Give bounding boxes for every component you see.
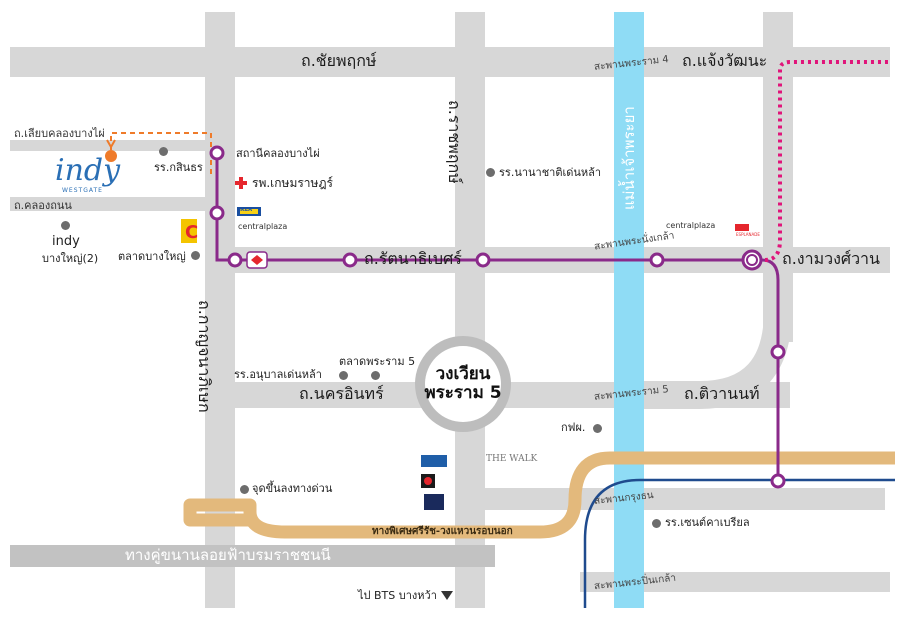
road-tiwanon-curve [640, 273, 792, 409]
road-krungthon [485, 488, 885, 510]
poi-central-plaza-west: centralplaza [238, 222, 288, 231]
road-khlong-thanon [10, 197, 230, 211]
poi-talat-rama5: ตลาดพระราม 5 [339, 355, 416, 368]
shop-logo-1 [421, 455, 447, 467]
expressway-line [183, 451, 895, 539]
elevated-expressway-label: ทางคู่ขนานลอยฟ้าบรมราชชนนี [125, 546, 331, 564]
purple-line[interactable] [215, 153, 780, 481]
road-elevated-band [10, 545, 495, 567]
bigc-logo [181, 219, 197, 243]
poi-ikea-text: IKEA [239, 207, 253, 213]
road-label-tiwanon: ถ.ติวานนท์ [684, 384, 760, 403]
station-interchange-inner [746, 254, 758, 266]
poi-dot [371, 371, 380, 380]
poi-school-anuban: รร.อนุบาลเด่นหล้า [234, 368, 322, 381]
poi-dot [652, 519, 661, 528]
station-khlong-bang-phai[interactable] [209, 145, 225, 161]
pink-line-dotted [764, 60, 890, 262]
poi-dot [486, 168, 495, 177]
roundabout-line1: วงเวียน [435, 364, 491, 384]
road-chaiyaphruek-band [10, 47, 890, 77]
poi-dot [240, 485, 249, 494]
poi-st-francis: รร.เซนต์คาเบรียล [665, 516, 750, 529]
poi-esplanade: ESPLANADE [736, 232, 760, 237]
indy-westgate-sub: WESTGATE [62, 187, 103, 194]
poi-indy-bangyai-sub: บางใหญ่(2) [42, 252, 99, 265]
poi-indy-bangyai[interactable]: indy [52, 234, 80, 249]
station-6[interactable] [649, 252, 665, 268]
arrow-down-icon [106, 139, 116, 150]
roundabout-label: วงเวียน พระราม 5 [423, 365, 503, 402]
road-liap-khlong [10, 140, 230, 151]
poi-talat-bangyai: ตลาดบางใหญ่ [118, 250, 186, 263]
road-label-khlong-thanon: ถ.คลองถนน [14, 199, 72, 212]
station-5[interactable] [475, 252, 491, 268]
indy-westgate-logo[interactable]: indy [55, 153, 121, 188]
poi-dot [593, 424, 602, 433]
blue-line [583, 478, 895, 608]
poi-station-khlong-bang-phai: สถานีคลองบางไผ่ [236, 147, 320, 160]
road-pinklao-south [580, 572, 890, 592]
station-4[interactable] [342, 252, 358, 268]
shop-logo-3 [424, 494, 444, 510]
station-8[interactable] [770, 344, 786, 360]
road-label-kanchanaphisek: ถ.กาญจนาภิเษก [195, 300, 214, 413]
station-9[interactable] [770, 473, 786, 489]
poi-dot [61, 221, 70, 230]
bigc-letter: C [185, 222, 198, 243]
roundabout-line2: พระราม 5 [424, 382, 502, 403]
poi-toll-exit: จุดขึ้นลงทางด่วน [252, 482, 333, 495]
poi-dot [339, 371, 348, 380]
river-chaophraya [614, 12, 644, 608]
station-talat-bangyai[interactable] [227, 252, 243, 268]
poi-school-nanachat: รร.นานาชาติเด่นหล้า [499, 166, 602, 179]
expressway-label: ทางพิเศษศรีรัช-วงแหวนรอบนอก [372, 526, 513, 537]
arrow-down-icon-bts [441, 591, 453, 600]
mrt-logo-mark [251, 255, 263, 265]
road-label-ratchaphruek: ถ.ราชพฤกษ์ [445, 100, 464, 184]
poi-dot [191, 251, 200, 260]
road-label-liap-khlong: ถ.เลียบคลองบางไผ่ [14, 127, 105, 140]
road-label-chaiyaphruek: ถ.ชัยพฤกษ์ [301, 51, 377, 70]
road-label-ngamwongwan: ถ.งามวงศ์วาน [782, 249, 880, 268]
road-label-rattanathibet: ถ.รัตนาธิเบศร์ [364, 249, 462, 268]
station-2[interactable] [209, 205, 225, 221]
poi-school-kasinthorn: รร.กสินธร [154, 161, 203, 174]
road-ratchaphruek [455, 12, 485, 608]
roundabout-inner [425, 346, 501, 422]
poi-central-plaza-east: centralplaza [666, 221, 716, 230]
river-label: แม่น้ำเจ้าพระยา [620, 106, 638, 210]
poi-hospital: รพ.เกษมราษฎร์ [252, 176, 333, 190]
road-label-chaengwattana: ถ.แจ้งวัฒนะ [682, 51, 768, 70]
poi-egat: กฟผ. [561, 421, 586, 434]
esplanade-logo [735, 224, 749, 231]
to-bts-label: ไป BTS บางหว้า [358, 589, 437, 602]
hospital-icon-h [235, 181, 247, 185]
poi-the-walk: THE WALK [486, 454, 538, 464]
road-label-nakhon-in: ถ.นครอินทร์ [299, 384, 384, 403]
poi-dot [159, 147, 168, 156]
location-pin-icon [105, 150, 117, 162]
